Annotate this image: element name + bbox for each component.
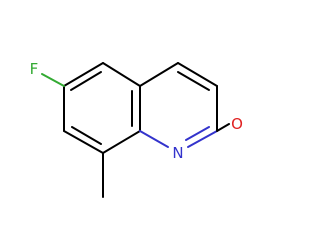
bond-c6-f xyxy=(41,73,65,87)
bond-c5-c6-inner xyxy=(70,71,102,91)
bond-c5-c6 xyxy=(63,62,104,87)
bond-c7-c8-inner xyxy=(71,126,102,145)
oxygen-label: O xyxy=(231,115,243,133)
bond-c4-c3 xyxy=(177,62,218,87)
bond-c7-c8 xyxy=(63,130,104,154)
bond-c4a-c4 xyxy=(139,62,179,87)
bond-c4-c3-inner xyxy=(177,71,210,91)
bond-c2-n1 xyxy=(187,130,218,148)
molecule-structure: F N O xyxy=(30,60,243,198)
fluorine-label: F xyxy=(30,60,39,78)
bond-c2-n1-inner xyxy=(185,126,210,141)
bond-n1-c8a xyxy=(139,130,169,148)
nitrogen-label: N xyxy=(172,144,183,162)
bond-c4a-c5 xyxy=(102,62,141,87)
bond-c2-cho-real xyxy=(216,123,230,132)
bond-c8-c8a xyxy=(102,130,141,154)
